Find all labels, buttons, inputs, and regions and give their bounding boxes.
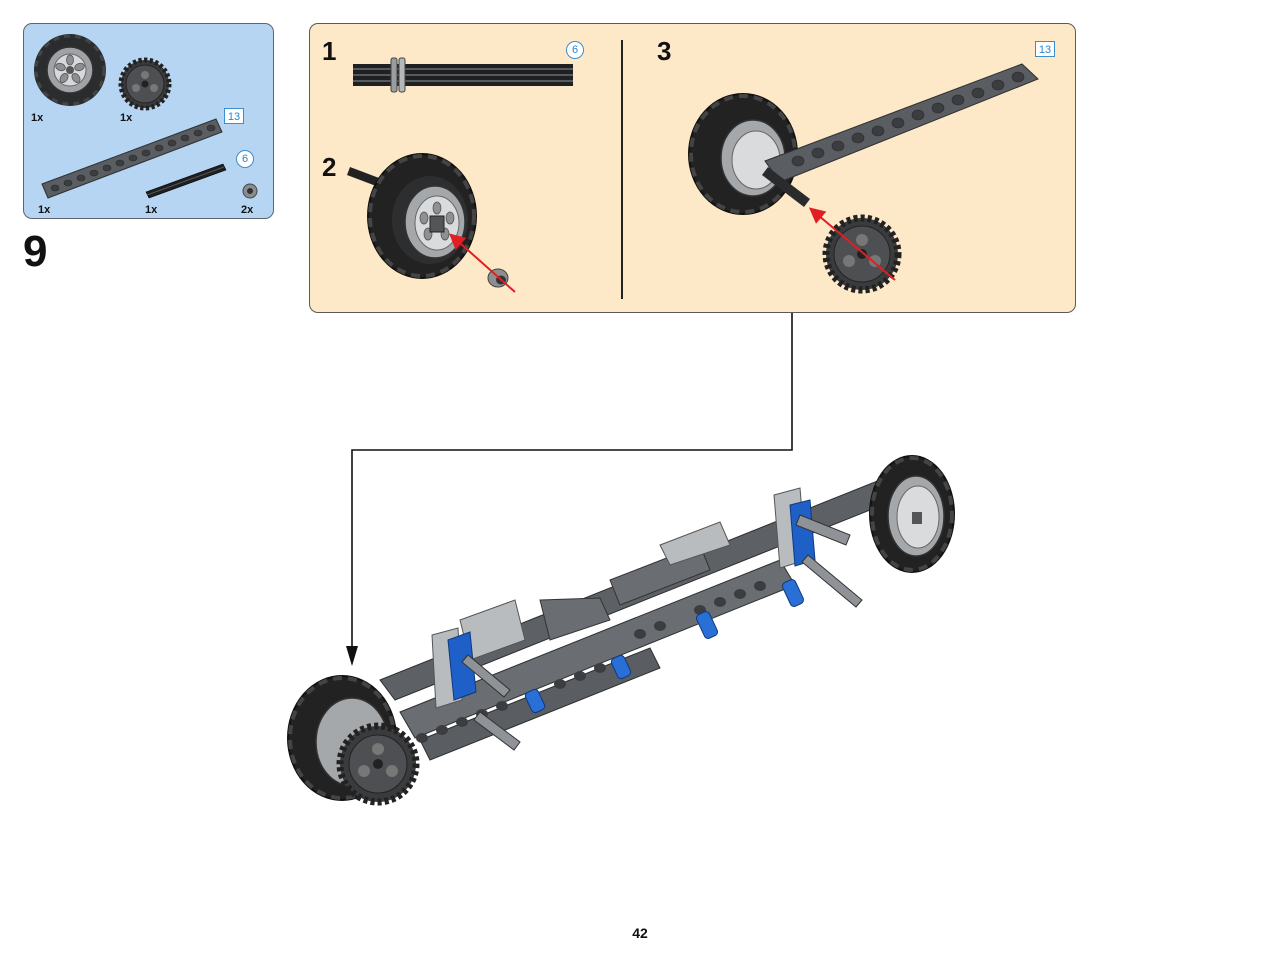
sub-assembly-box: 1 6 2 3 13 [309,23,1076,313]
gear-qty: 1x [120,112,133,124]
step3-wheel-beam-gear [688,63,1039,294]
axle-length-callout: 6 [236,150,254,168]
wheel-part-icon [34,34,106,106]
beam-part-icon [41,118,223,199]
chassis-frame [379,479,896,761]
sub-step-divider [621,40,623,299]
sub-step-3-number: 3 [657,36,672,66]
bush-part-icon [242,183,258,199]
wheel-qty: 1x [31,112,44,124]
sub-step-1-axle-callout: 6 [566,41,584,59]
beam-qty: 1x [38,204,51,216]
parts-list-illustrations [34,34,258,199]
connector-arrow [351,313,793,662]
sub-step-1-number: 1 [322,36,337,66]
sub-step-2-number: 2 [322,152,337,182]
gear-part-icon [118,57,172,111]
sub-step-illustrations [347,57,1039,294]
axle-part-icon [145,163,227,199]
right-wheel [869,455,955,573]
step3-gear [822,214,902,294]
parts-list-box: 1x 1x 13 6 1x 1x 2x [23,23,274,219]
step2-wheel-assembly [347,153,516,293]
sub-step-3-beam-callout: 13 [1035,41,1055,57]
left-wheel-with-gear [287,675,420,806]
axle-qty: 1x [145,204,158,216]
step-number: 9 [23,227,48,276]
bush-qty: 2x [241,204,254,216]
beam-length-callout: 13 [224,108,244,124]
page-number: 42 [632,925,648,941]
step1-axle-with-bush [353,57,573,93]
